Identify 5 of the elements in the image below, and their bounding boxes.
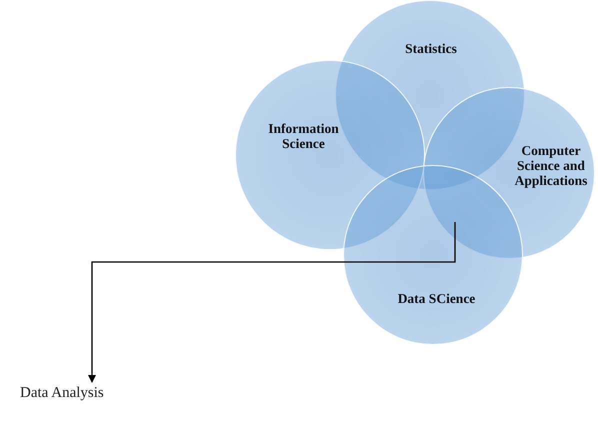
- circle-label: Computer Science and Applications: [514, 143, 588, 188]
- circle-label: Statistics: [404, 41, 458, 56]
- text-label: Data Analysis: [20, 385, 104, 402]
- circle-label: Data SCience: [396, 291, 476, 306]
- circle-label: Information Science: [267, 121, 340, 151]
